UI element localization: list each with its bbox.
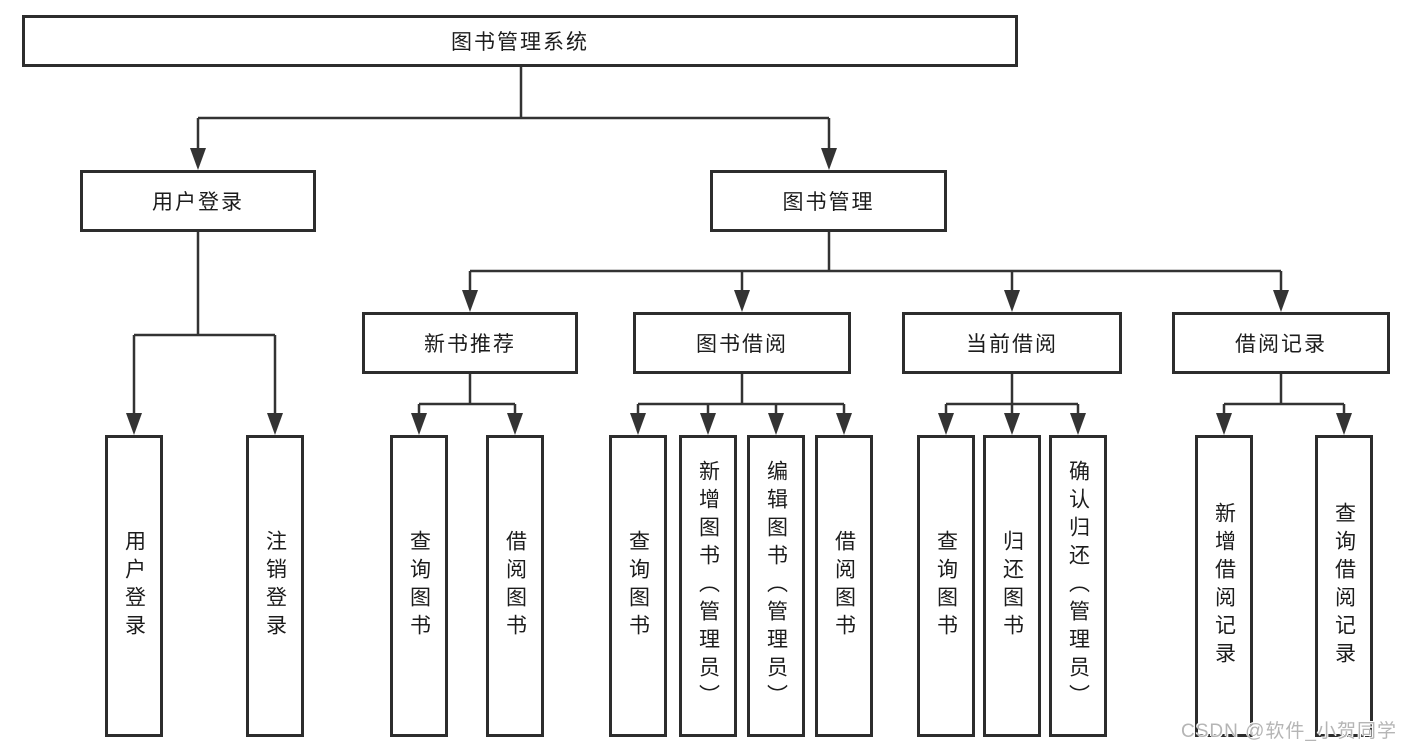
- arrow-down-icon: [1336, 413, 1352, 435]
- arrow-down-icon: [1216, 413, 1232, 435]
- node-add-borrow-record: 新增借阅记录: [1195, 435, 1253, 737]
- arrow-down-icon: [700, 413, 716, 435]
- arrow-down-icon: [734, 290, 750, 312]
- node-borrow-books-leaf: 借阅图书: [815, 435, 873, 737]
- node-logout-leaf: 注销登录: [246, 435, 304, 737]
- arrow-down-icon: [1004, 413, 1020, 435]
- arrow-down-icon: [630, 413, 646, 435]
- node-book-management: 图书管理: [710, 170, 947, 232]
- node-borrow-books-recommend: 借阅图书: [486, 435, 544, 737]
- node-add-book-admin: 新增图书（管理员）: [679, 435, 737, 737]
- node-confirm-return-admin: 确认归还（管理员）: [1049, 435, 1107, 737]
- node-edit-book-admin: 编辑图书（管理员）: [747, 435, 805, 737]
- arrow-down-icon: [190, 148, 206, 170]
- node-query-books-current: 查询图书: [917, 435, 975, 737]
- arrow-down-icon: [821, 148, 837, 170]
- node-query-books-recommend: 查询图书: [390, 435, 448, 737]
- node-book-borrow: 图书借阅: [633, 312, 851, 374]
- node-new-book-recommend: 新书推荐: [362, 312, 578, 374]
- arrow-down-icon: [462, 290, 478, 312]
- node-query-borrow-record: 查询借阅记录: [1315, 435, 1373, 737]
- arrow-down-icon: [267, 413, 283, 435]
- arrow-down-icon: [507, 413, 523, 435]
- node-user-login: 用户登录: [80, 170, 316, 232]
- arrow-down-icon: [836, 413, 852, 435]
- node-query-books-borrow: 查询图书: [609, 435, 667, 737]
- node-current-borrow: 当前借阅: [902, 312, 1122, 374]
- node-library-system: 图书管理系统: [22, 15, 1018, 67]
- arrow-down-icon: [938, 413, 954, 435]
- node-borrow-records: 借阅记录: [1172, 312, 1390, 374]
- arrow-down-icon: [126, 413, 142, 435]
- arrow-down-icon: [1273, 290, 1289, 312]
- arrow-down-icon: [1070, 413, 1086, 435]
- arrow-down-icon: [1004, 290, 1020, 312]
- arrow-down-icon: [768, 413, 784, 435]
- watermark: CSDN @软件_小贺同学: [1181, 721, 1397, 742]
- node-user-login-leaf: 用户登录: [105, 435, 163, 737]
- node-return-books: 归还图书: [983, 435, 1041, 737]
- arrow-down-icon: [411, 413, 427, 435]
